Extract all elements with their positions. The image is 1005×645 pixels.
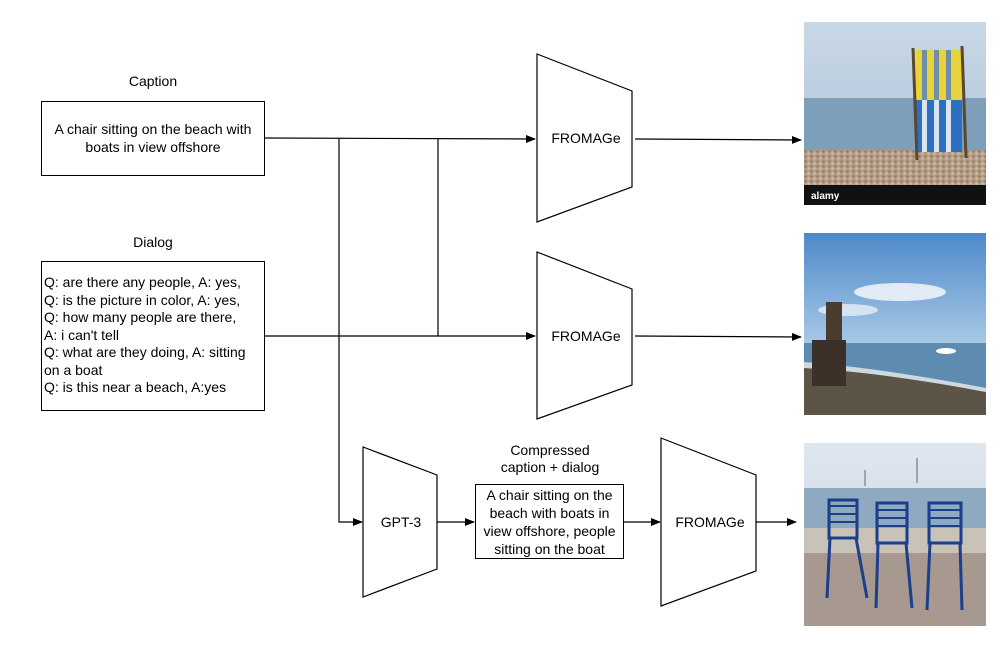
to-gpt3-arrow xyxy=(338,138,363,526)
dialog-line: Q: how many people are there, xyxy=(44,309,237,325)
retrieved-image-seaside xyxy=(804,233,986,415)
dialog-line: on a boat xyxy=(44,361,103,378)
fromage-label: FROMAGe xyxy=(551,130,620,146)
caption-heading: Caption xyxy=(128,73,178,89)
compressed-heading-line2: caption + dialog xyxy=(500,459,600,475)
fromage-block-3: FROMAGe xyxy=(660,437,757,607)
fromage-block-2: FROMAGe xyxy=(536,251,633,420)
compressed-heading-line1: Compressed xyxy=(510,442,590,458)
fromage-2-to-image-2-arrow xyxy=(634,332,802,341)
fromage-label: FROMAGe xyxy=(551,328,620,344)
dialog-line: Q: what are they doing, A: sitting xyxy=(44,344,246,360)
chair xyxy=(925,501,964,611)
dialog-line: Q: is the picture in color, A: yes, xyxy=(44,291,241,308)
compressed-box: A chair sitting on the beach with boats … xyxy=(475,484,624,559)
dialog-line: Q: are there any people, A: yes, xyxy=(44,274,241,290)
chair xyxy=(825,498,869,599)
dialog-line: A: i can't tell xyxy=(44,326,120,343)
fromage-label: FROMAGe xyxy=(675,514,744,530)
gpt3-label: GPT-3 xyxy=(381,514,422,530)
watermark-brand: alamy xyxy=(811,191,840,202)
dialog-heading: Dialog xyxy=(133,234,173,250)
compressed-heading: Compressed caption + dialog xyxy=(470,442,630,476)
gpt3-block: GPT-3 xyxy=(362,446,438,598)
dialog-box: Q: are there any people, A: yes, Q: is t… xyxy=(41,261,265,411)
chair xyxy=(874,501,914,609)
fromage-block-1: FROMAGe xyxy=(536,53,633,223)
retrieved-image-beach-chair: alamy xyxy=(804,22,986,205)
retrieved-image-blue-chairs xyxy=(804,443,986,626)
dialog-line: Q: is this near a beach, A:yes xyxy=(44,379,227,395)
caption-to-fromage-1-arrow xyxy=(264,134,536,143)
caption-text: A chair sitting on the beach with boats … xyxy=(54,121,252,155)
connectors xyxy=(264,134,802,526)
compressed-text: A chair sitting on the beach with boats … xyxy=(483,486,616,557)
fromage-1-to-image-1-arrow xyxy=(634,135,802,144)
striped-chair xyxy=(911,45,968,161)
caption-box: A chair sitting on the beach with boats … xyxy=(41,101,265,176)
